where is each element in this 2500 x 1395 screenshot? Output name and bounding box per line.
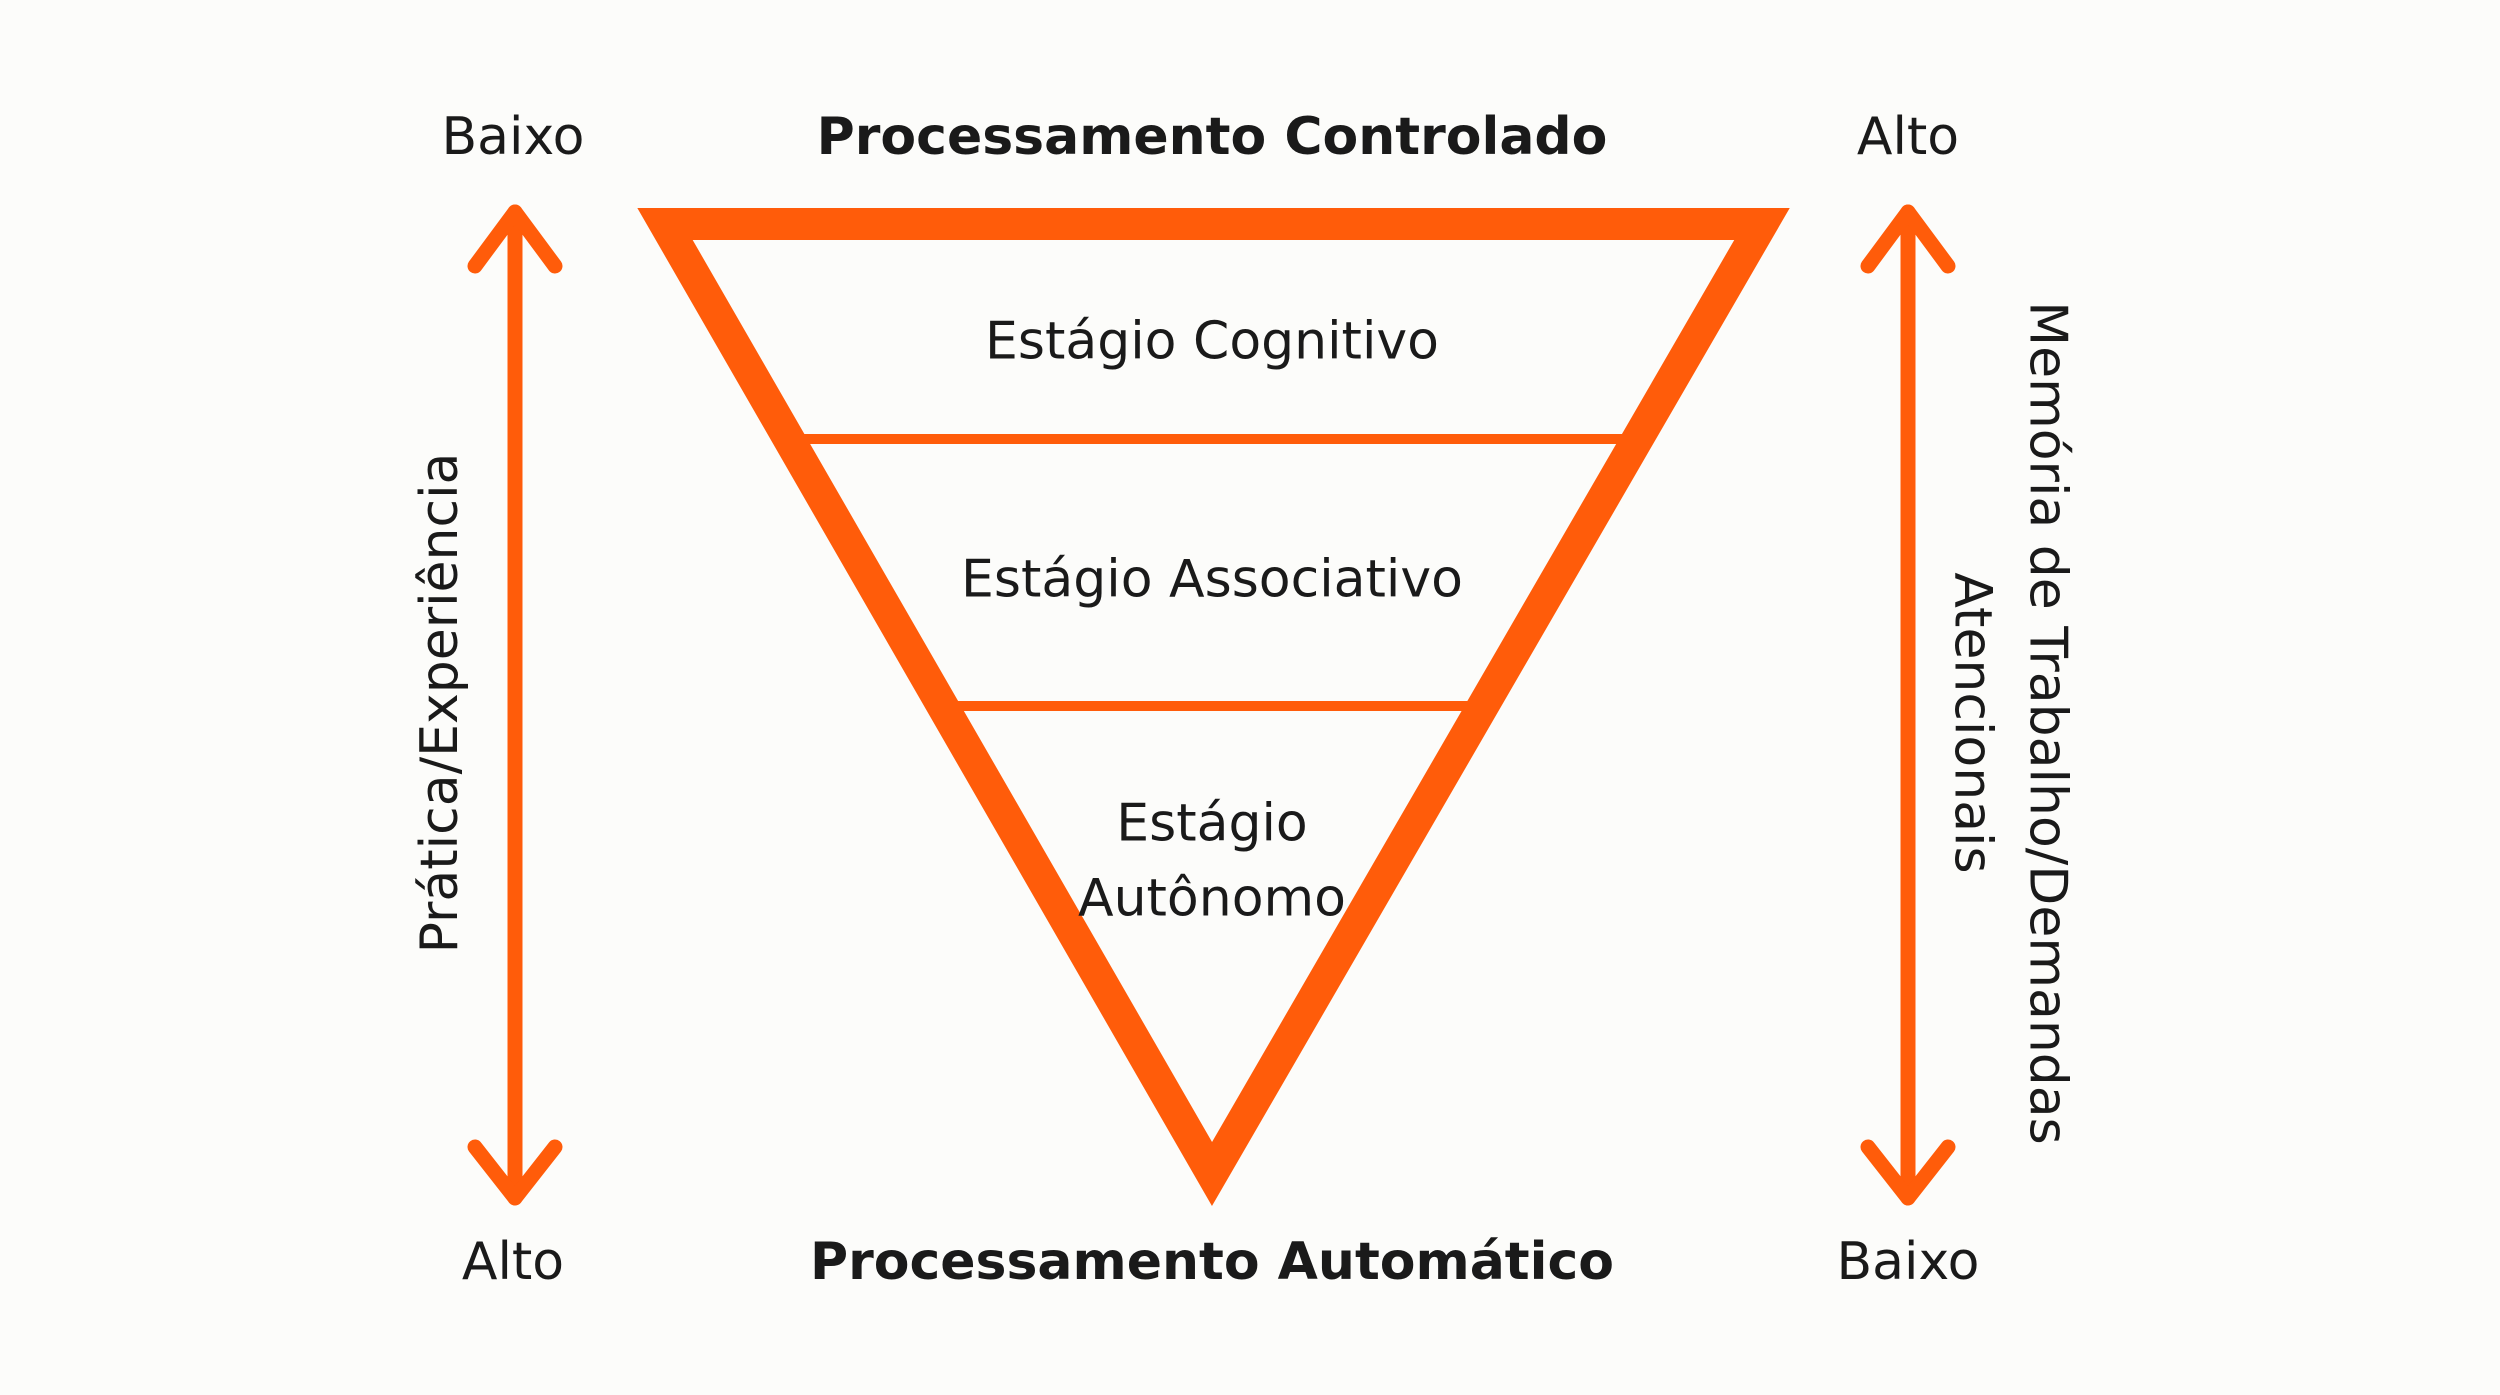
right-axis-label-line-2: Atencionais [1942,572,2002,874]
bottom-title: Processamento Automático [809,1232,1615,1292]
stage-cognitive-label: Estágio Cognitivo [985,304,1439,379]
right-axis-top-label: Alto [1856,107,1960,167]
stage-autonomous-label: Estágio Autônomo [1078,787,1346,938]
stage-autonomous-line-2: Autônomo [1078,869,1346,929]
funnel-triangle [637,208,1790,1206]
stage-autonomous-line-1: Estágio [1116,793,1308,854]
left-double-arrow [467,204,563,1206]
right-double-arrow [1860,204,1956,1206]
stage-cognitive-text: Estágio Cognitivo [985,311,1439,372]
right-axis-label-line-1: Memória de Trabalho/Demandas [2017,301,2078,1145]
stage-associative-text: Estágio Associativo [961,549,1463,610]
left-axis-top-label: Baixo [441,107,585,167]
right-axis-label: Memória de Trabalho/Demandas Atencionais [1934,301,2085,1145]
left-axis-bottom-label: Alto [461,1232,565,1292]
right-axis-bottom-label: Baixo [1836,1232,1980,1292]
left-axis-label: Prática/Experiência [410,452,470,954]
stage-associative-label: Estágio Associativo [961,542,1463,617]
top-title: Processamento Controlado [816,107,1608,167]
